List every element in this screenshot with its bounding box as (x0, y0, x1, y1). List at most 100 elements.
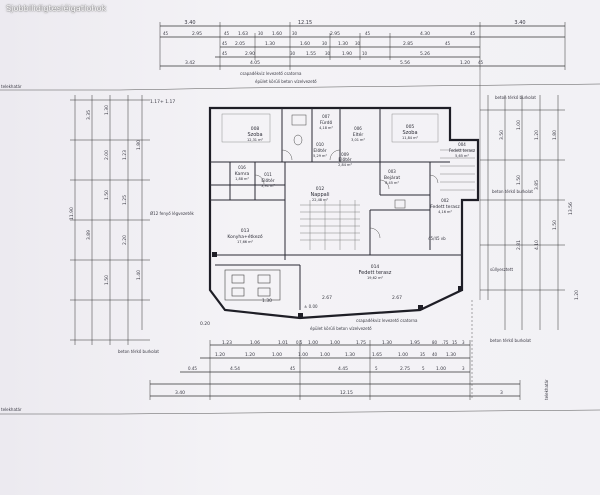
svg-text:Előtér: Előtér (338, 156, 351, 163)
svg-text:004: 004 (458, 142, 466, 147)
svg-text:1.00: 1.00 (308, 340, 318, 346)
label-paving-bottom-right: beton térkő burkolat (490, 338, 531, 343)
room-008: 008 Szoba 12,31 m² (247, 126, 264, 142)
label-bottom-pipe: csapadékviz levezető csatorna (356, 318, 418, 323)
svg-text:1.50: 1.50 (552, 220, 558, 230)
svg-text:0.5: 0.5 (296, 340, 303, 345)
svg-text:1.20: 1.20 (245, 352, 255, 358)
svg-text:1.00: 1.00 (272, 352, 282, 358)
svg-text:.75: .75 (442, 340, 449, 345)
svg-text:2.90: 2.90 (245, 51, 255, 57)
bottom-dimension-lines (149, 340, 521, 400)
svg-text:Konyha+étkező: Konyha+étkező (227, 233, 262, 240)
svg-text:Fürdő: Fürdő (320, 120, 333, 126)
svg-text:45: 45 (222, 41, 228, 46)
svg-text:45: 45 (365, 31, 371, 36)
svg-text:Fedett terasz: Fedett terasz (359, 270, 392, 276)
svg-text:2.95: 2.95 (192, 31, 202, 37)
right-dim-labels: 3.50 1.00 1.50 1.20 3.85 13.56 1.80 1.50… (499, 120, 580, 300)
svg-text:5,65 m²: 5,65 m² (455, 154, 469, 158)
watermark-text: Sjobbilidigtesiéigatlohok (6, 4, 107, 13)
svg-text:6,45 m²: 6,45 m² (385, 181, 399, 185)
svg-text:30: 30 (325, 51, 331, 56)
svg-text:45: 45 (478, 60, 484, 65)
svg-text:30: 30 (292, 31, 298, 36)
room-010: 010 Előtér 5,29 m² (313, 142, 327, 158)
svg-text:Szoba: Szoba (402, 130, 417, 136)
right-dimension-lines (480, 95, 565, 330)
label-fence-note: Ø12 fenyő légvezeték (150, 211, 195, 216)
svg-text:3.35: 3.35 (86, 110, 92, 120)
boundary-lines (0, 70, 600, 415)
svg-text:4.30: 4.30 (420, 31, 430, 37)
left-dimension-lines (70, 95, 150, 345)
svg-text:1.50: 1.50 (104, 275, 110, 285)
bed-outlines (221, 113, 439, 143)
room-013: 013 Konyha+étkező 17,66 m² (227, 228, 262, 244)
svg-text:45: 45 (224, 31, 230, 36)
svg-text:1.00: 1.00 (516, 120, 522, 130)
label-top-pipe: csapadékviz levezető csatorna (240, 71, 302, 76)
svg-text:1.17: 1.17 (150, 99, 160, 105)
left-dim-labels: 11.90 3.35 3.89 1.30 2.00 1.50 1.50 1.23… (69, 99, 160, 285)
svg-text:Fedett terasz: Fedett terasz (449, 148, 475, 153)
svg-text:1.00: 1.00 (320, 352, 330, 358)
svg-text:17,66 m²: 17,66 m² (237, 240, 254, 244)
svg-text:1.75: 1.75 (356, 340, 366, 346)
building-inner-walls (210, 108, 462, 310)
svg-text:Eltér: Eltér (353, 131, 364, 138)
svg-text:1.50: 1.50 (516, 175, 522, 185)
svg-text:4.45: 4.45 (338, 366, 348, 372)
svg-text:3.40: 3.40 (175, 390, 185, 396)
svg-text:13.56: 13.56 (568, 202, 574, 215)
svg-text:3: 3 (500, 390, 503, 396)
svg-text:2.95: 2.95 (330, 31, 340, 37)
svg-text:1.20: 1.20 (574, 290, 580, 300)
svg-text:012: 012 (316, 186, 325, 192)
door-swings (254, 149, 439, 239)
stairs-hatch (300, 149, 475, 250)
svg-text:4,16 m²: 4,16 m² (438, 210, 452, 214)
svg-text:30: 30 (290, 51, 296, 56)
svg-text:5,29 m²: 5,29 m² (313, 154, 327, 158)
svg-text:12,31 m²: 12,31 m² (247, 138, 264, 142)
svg-text:013: 013 (241, 228, 250, 234)
val-a: 1.30 (262, 298, 272, 304)
svg-text:45: 45 (222, 51, 228, 56)
gap-dim-2: 2.67 (392, 295, 402, 301)
room-006: 006 Eltér 3,01 m² (351, 126, 365, 142)
scale-note: 45/45 vb (428, 236, 446, 241)
svg-text:1.50: 1.50 (104, 190, 110, 200)
room-012: 012 Nappali 22,48 m² (311, 186, 330, 202)
svg-text:80: 80 (432, 340, 438, 345)
top-dim-row4: 45 2.90 30 1.55 30 1.90 10 5.26 (222, 51, 430, 57)
svg-text:1.30: 1.30 (382, 340, 392, 346)
svg-text:45: 45 (470, 31, 476, 36)
svg-text:2.75: 2.75 (400, 366, 410, 372)
svg-text:3: 3 (462, 340, 465, 345)
top-dim-row3: 45 2.05 1.30 1.60 30 1.30 30 2.85 45 (222, 41, 451, 47)
svg-text:2.05: 2.05 (235, 41, 245, 47)
bottom-dim-row1: 1.23 1.06 1.01 0.5 1.00 1.00 1.75 1.30 1… (222, 340, 465, 346)
svg-text:1.23: 1.23 (222, 340, 232, 346)
label-sunken: süllyesztett (490, 267, 513, 272)
svg-text:2.20: 2.20 (122, 235, 128, 245)
svg-text:1.60: 1.60 (300, 41, 310, 47)
label-paving-top-right: beton térkő burkolat (495, 95, 536, 100)
bottom-dim-row3: 0.45 4.54 45 4.45 5 2.75 5 1.00 3 (188, 366, 465, 372)
top-dim-row2: 45 2.95 45 1.63 30 1.60 30 2.95 45 4.30 … (163, 31, 476, 37)
svg-text:1.55: 1.55 (306, 51, 316, 57)
top-dim-left: 3.40 (184, 20, 195, 26)
gap-dim: 2.67 (322, 295, 332, 301)
room-011: 011 Előtér 3,91 m² (261, 172, 275, 188)
svg-text:Kamra: Kamra (235, 171, 250, 177)
room-005: 005 Szoba 11,84 m² (402, 124, 419, 140)
svg-text:22,48 m²: 22,48 m² (312, 198, 329, 202)
svg-text:Nappali: Nappali (311, 192, 330, 198)
svg-text:45: 45 (290, 366, 296, 371)
svg-text:45: 45 (445, 41, 451, 46)
svg-text:Előtér: Előtér (313, 147, 326, 154)
label-telekhatar-right: telekhatár (544, 379, 549, 400)
